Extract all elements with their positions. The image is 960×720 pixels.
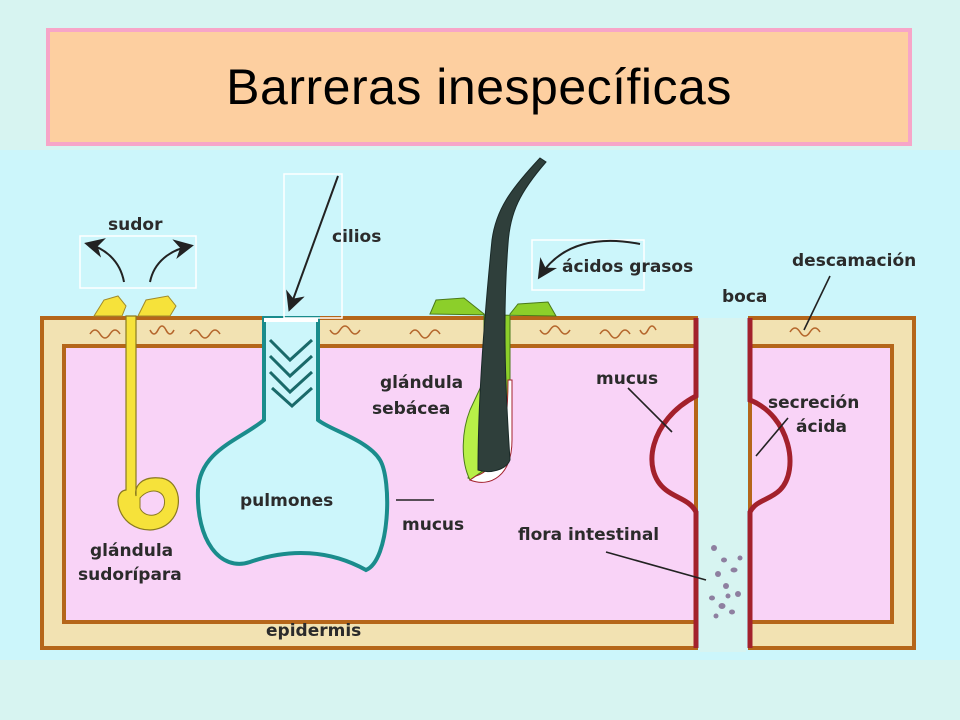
cilios-box bbox=[283, 173, 343, 319]
intestinal-flora bbox=[709, 545, 743, 619]
label-mucus-pulmones: mucus bbox=[402, 515, 464, 535]
label-glandula-sebacea-2: sebácea bbox=[372, 399, 450, 419]
sweat-droplets bbox=[93, 295, 177, 317]
sudor-arrow-left bbox=[84, 238, 125, 283]
label-cilios: cilios bbox=[332, 227, 381, 247]
tissue-block-right bbox=[748, 316, 916, 650]
label-glandula-sudoripara-2: sudorípara bbox=[78, 565, 182, 585]
acidos-grasos-box bbox=[531, 239, 645, 291]
label-sudor: sudor bbox=[108, 215, 163, 235]
label-epidermis: epidermis bbox=[266, 621, 361, 641]
lungs bbox=[195, 316, 390, 573]
sudor-arrow-right bbox=[149, 239, 194, 283]
page-title: Barreras inespecíficas bbox=[226, 59, 732, 115]
title-box: Barreras inespecíficas bbox=[46, 28, 912, 146]
label-acidos-grasos: ácidos grasos bbox=[562, 257, 693, 277]
label-secrecion-2: ácida bbox=[796, 417, 847, 437]
label-descamacion: descamación bbox=[792, 251, 916, 271]
label-pulmones: pulmones bbox=[240, 491, 333, 511]
label-boca: boca bbox=[722, 287, 767, 307]
cilia bbox=[268, 338, 314, 409]
label-mucus-boca: mucus bbox=[596, 369, 658, 389]
gut-lumen bbox=[700, 318, 746, 652]
gut-channel bbox=[649, 318, 793, 648]
label-glandula-sebacea-1: glándula bbox=[380, 373, 463, 393]
sweat-gland bbox=[117, 315, 179, 531]
label-glandula-sudoripara-1: glándula bbox=[90, 541, 173, 561]
cilios-arrow bbox=[286, 175, 339, 312]
acidos-grasos-arrow bbox=[537, 239, 641, 280]
hair bbox=[477, 157, 547, 473]
label-flora-intestinal: flora intestinal bbox=[518, 525, 659, 545]
pointer-lines bbox=[396, 275, 831, 581]
label-secrecion-1: secreción bbox=[768, 393, 859, 413]
sudor-box bbox=[79, 235, 197, 289]
epidermis-waves bbox=[89, 325, 821, 339]
